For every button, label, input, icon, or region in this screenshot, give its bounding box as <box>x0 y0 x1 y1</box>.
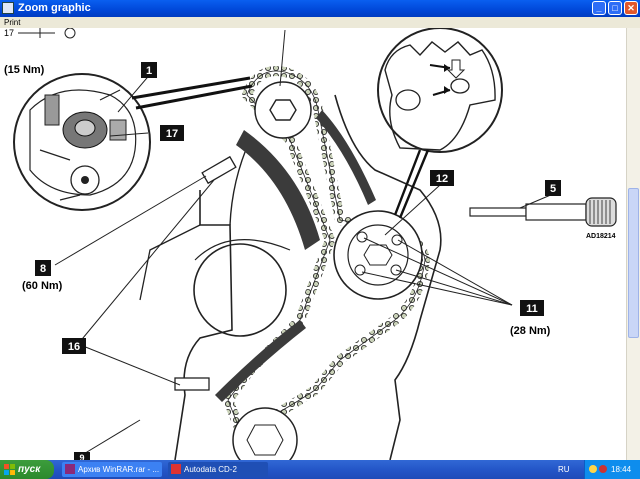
callout-8: 8 <box>40 263 46 275</box>
leader-5 <box>519 193 554 209</box>
system-tray: 18:44 <box>584 460 640 479</box>
callout-box-5 <box>545 180 561 196</box>
start-label: пуск <box>18 464 41 475</box>
torque-60nm: (60 Nm) <box>22 280 63 292</box>
close-button[interactable]: ✕ <box>624 1 638 15</box>
crankshaft-bolt <box>246 424 284 456</box>
locking-pin-tool <box>469 197 617 227</box>
top-left-fragment: 17 <box>4 28 14 38</box>
zoom-graphic-viewport: 17 1 17 5 12 8 16 11 9 (15 Nm) (60 Nm) (… <box>0 28 626 460</box>
callout-5: 5 <box>550 183 556 195</box>
task-autodata-label: Autodata CD-2 <box>184 465 237 474</box>
detail-leader-right <box>393 149 430 219</box>
torque-28nm: (28 Nm) <box>510 325 551 337</box>
task-autodata[interactable]: Autodata CD-2 <box>168 462 268 477</box>
timing-chain-diagram: 17 1 17 5 12 8 16 11 9 (15 Nm) (60 Nm) (… <box>4 28 617 460</box>
callout-box-8 <box>35 260 51 276</box>
menu-print[interactable]: Print <box>4 18 21 27</box>
window-title: Zoom graphic <box>18 2 91 14</box>
language-indicator[interactable]: RU <box>558 465 570 474</box>
detail-right-content <box>384 41 496 151</box>
window-titlebar: Zoom graphic _ □ ✕ <box>0 0 640 17</box>
torque-15nm: (15 Nm) <box>4 64 45 76</box>
maximize-button[interactable]: □ <box>608 1 622 15</box>
sprocket-bolt-3 <box>354 264 366 276</box>
top-left-part <box>18 28 55 38</box>
detail-leader-left <box>131 76 253 110</box>
leader-11b <box>395 269 513 306</box>
bore-arc <box>194 239 291 261</box>
leader-17 <box>109 132 149 137</box>
callout-box-1 <box>141 62 157 78</box>
tray-shield-icon[interactable] <box>589 465 597 473</box>
top-left-washer <box>64 28 76 39</box>
callout-11: 11 <box>526 303 538 315</box>
leader-11c <box>361 271 513 306</box>
chain-guide-upper <box>236 130 320 250</box>
leader-9 <box>81 419 141 456</box>
winrar-icon <box>65 464 75 474</box>
start-button[interactable]: пуск <box>0 460 54 479</box>
callout-box-9 <box>74 452 90 460</box>
sprocket-bolt-2 <box>391 234 403 246</box>
windows-logo-icon <box>4 464 15 475</box>
menu-bar: Print <box>0 17 640 28</box>
task-winrar-label: Архив WinRAR.rar - ... <box>78 465 160 474</box>
callout-12: 12 <box>436 173 448 185</box>
chain-guide-right <box>316 110 376 205</box>
figure-code: AD18214 <box>586 233 616 240</box>
leader-top <box>279 29 286 87</box>
leader-16a <box>77 179 215 345</box>
leader-8 <box>54 175 207 266</box>
task-winrar[interactable]: Архив WinRAR.rar - ... <box>62 462 162 477</box>
sprocket-bolt-1 <box>356 231 368 243</box>
autodata-icon <box>171 464 181 474</box>
upper-tensioner-bolt <box>201 155 237 185</box>
tray-alert-icon[interactable] <box>599 465 607 473</box>
detail-view-right <box>377 28 503 153</box>
leader-11d <box>363 237 513 306</box>
app-icon <box>2 2 14 14</box>
minimize-button[interactable]: _ <box>592 1 606 15</box>
callout-box-11 <box>520 300 544 316</box>
housing-line <box>139 224 201 301</box>
callout-box-16 <box>62 338 86 354</box>
callout-17: 17 <box>166 128 178 140</box>
crankcase-bore <box>193 243 287 337</box>
taskbar: пуск Архив WinRAR.rar - ... Autodata CD-… <box>0 460 640 479</box>
callout-box-17 <box>160 125 184 141</box>
leader-12 <box>384 184 441 236</box>
callout-9: 9 <box>79 453 84 460</box>
lower-tensioner-bolt <box>174 377 210 391</box>
callout-1: 1 <box>146 65 152 77</box>
intermediate-sprocket-hub <box>347 224 409 286</box>
intermediate-center-bolt <box>363 244 393 266</box>
clock: 18:44 <box>611 465 632 474</box>
housing-outline-left <box>174 190 233 460</box>
leader-16b <box>77 343 181 386</box>
housing-outline-right <box>334 94 442 460</box>
leader-1 <box>117 71 153 113</box>
scrollbar-thumb[interactable] <box>628 188 639 338</box>
vertical-scrollbar[interactable] <box>626 28 640 460</box>
callout-box-12 <box>430 170 454 186</box>
camshaft-bolt <box>269 99 297 121</box>
chain-guide-lower <box>215 320 306 402</box>
callout-16: 16 <box>68 341 80 353</box>
leader-11a <box>397 239 513 306</box>
